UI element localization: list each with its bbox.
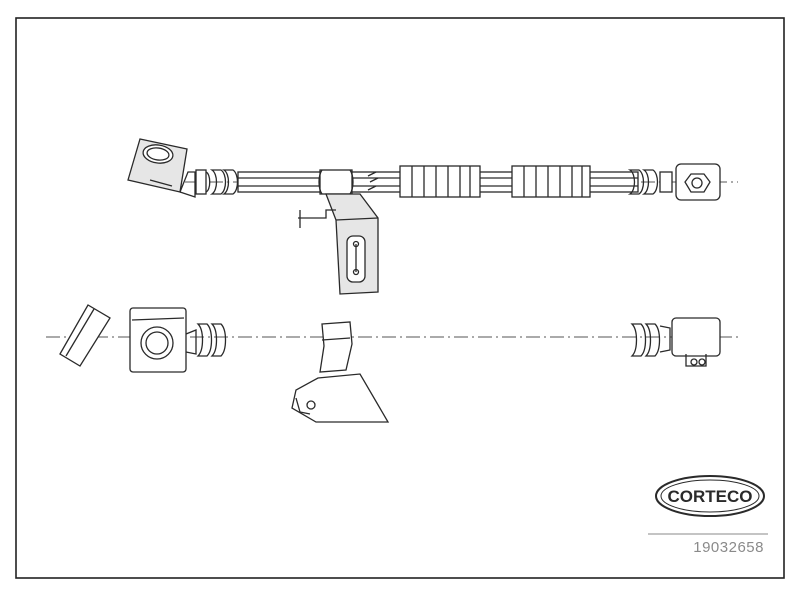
angled-washer (59, 304, 111, 367)
mounting-bracket (298, 193, 379, 295)
part-number: 19032658 (693, 539, 764, 556)
right-hex-fitting (675, 163, 721, 201)
protective-sleeve-left (399, 165, 481, 198)
right-elbow-fitting (630, 317, 721, 367)
banjo-fitting-front-view (129, 307, 227, 373)
left-banjo-fitting (127, 138, 196, 198)
bracket-detail (291, 321, 390, 423)
protective-sleeve-right (511, 165, 591, 198)
corteco-logo: CORTECO (655, 475, 765, 517)
brand-name: CORTECO (668, 487, 753, 506)
right-crimp-ferrule (627, 169, 673, 195)
hose-clip (318, 169, 379, 195)
drawing-frame (15, 17, 785, 579)
brake-hose-assembly (127, 138, 738, 295)
left-crimp-ferrule (195, 169, 239, 195)
